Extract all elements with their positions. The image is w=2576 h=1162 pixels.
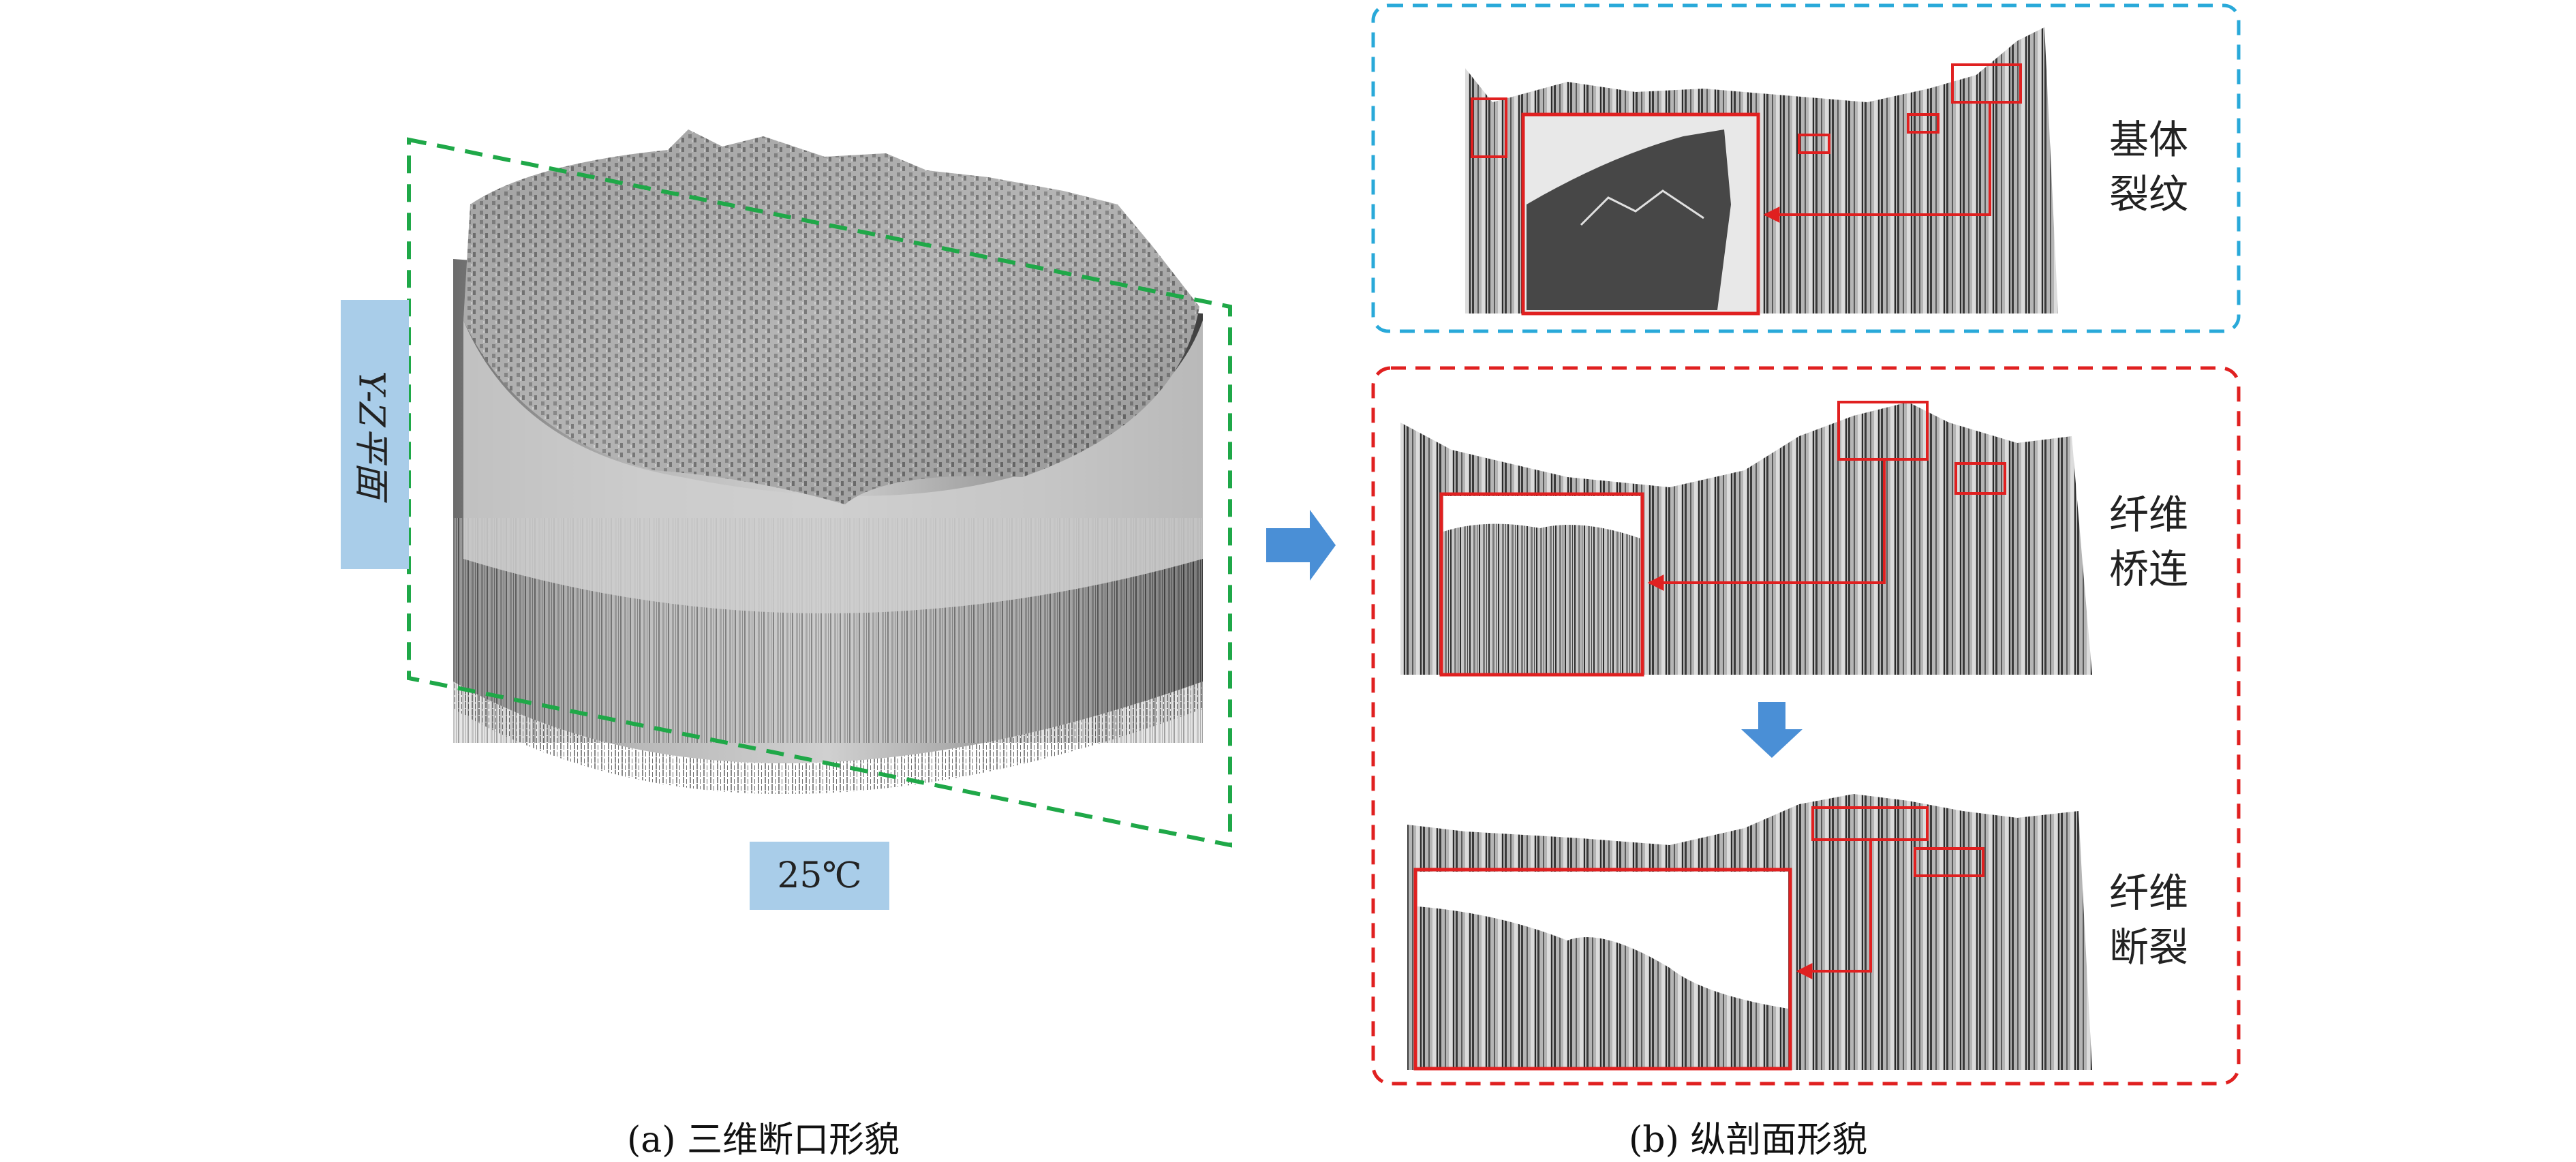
highlight-box: [1914, 847, 1984, 877]
left-panel-caption: (a) 三维断口形貌: [627, 1120, 900, 1161]
zoom-inset-crack: [1580, 189, 1704, 226]
fiber-fracture-label-line1: 纤维: [2109, 870, 2188, 916]
right-arrow-icon: [1266, 510, 1336, 581]
rough-surface-shading: [463, 129, 1199, 504]
fiber-bridging-label-line2: 桥连: [2109, 546, 2188, 592]
highlight-box: [1471, 97, 1507, 158]
yz-plane-label-text: Y-Z平面: [350, 371, 392, 498]
fracture-3d-render: [453, 129, 1203, 794]
zoom-inset-top-void: [1417, 872, 1788, 1009]
matrix-crack-label-line2: 裂纹: [2109, 171, 2188, 217]
fiber-fracture-section: [1407, 794, 2092, 1071]
zoom-inset-content: [1527, 129, 1731, 310]
smooth-fracture-zone: [463, 320, 1203, 613]
fiber-bridging-section: [1400, 401, 2092, 677]
temperature-label: 25℃: [750, 842, 889, 910]
zoom-inset-top-void: [1443, 496, 1640, 538]
fiber-fracture-label-line2: 断裂: [2109, 924, 2188, 970]
zoom-leader-line: [1647, 459, 1886, 591]
down-arrow-icon: [1741, 702, 1803, 758]
highlight-box: [1798, 134, 1830, 154]
matrix-crack-label-line1: 基体: [2109, 117, 2188, 163]
yz-plane-label: Y-Z平面: [341, 300, 409, 569]
cylinder-bottom-edge: [453, 682, 1203, 794]
fiber-bridging-label-line1: 纤维: [2109, 491, 2188, 538]
zoom-leader-line: [1763, 102, 1991, 223]
highlight-box: [1907, 113, 1939, 134]
zoom-leader-line: [1796, 840, 1872, 979]
matrix-crack-group-border: [1371, 3, 2241, 333]
highlight-box: [1951, 63, 2022, 104]
temperature-label-text: 25℃: [777, 855, 862, 896]
highlight-box: [1954, 462, 2006, 495]
right-panel-caption: (b) 纵剖面形貌: [1629, 1120, 1868, 1161]
yz-plane-outline: [407, 137, 1232, 848]
matrix-crack-section: [1465, 27, 2058, 316]
